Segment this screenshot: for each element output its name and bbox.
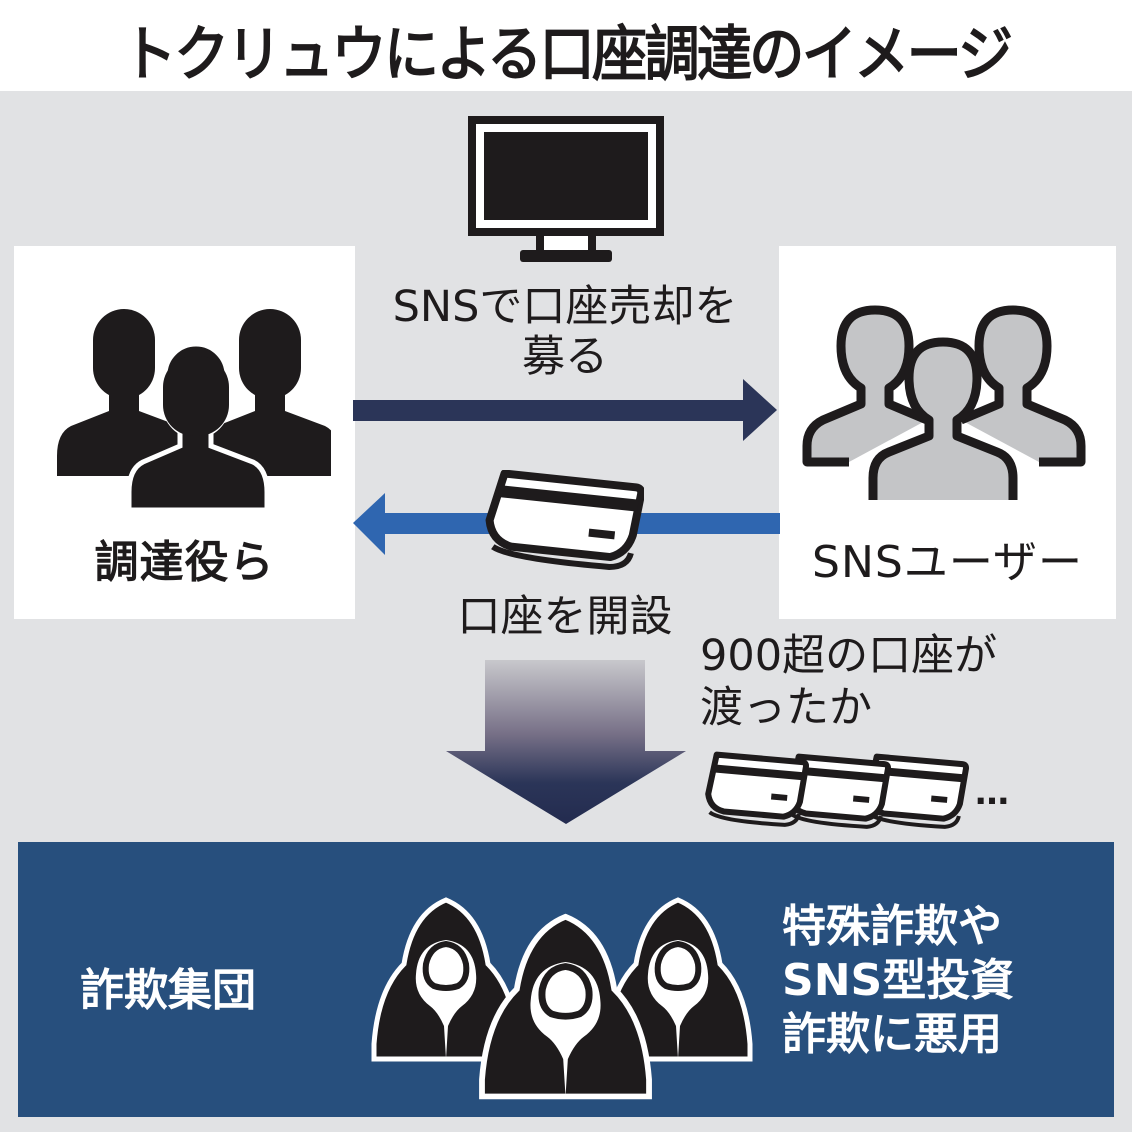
transfer-text-line1: 900超の口座が xyxy=(700,631,998,681)
people-group-outline-icon xyxy=(802,305,1086,500)
hooded-figures-icon xyxy=(370,886,770,1116)
recruit-text-line2: 募る xyxy=(522,332,608,382)
right-arrow-icon xyxy=(353,379,777,441)
page-title: トクリュウによる口座調達のイメージ xyxy=(121,20,1013,90)
sns-user-label: SNSユーザー xyxy=(812,537,1083,588)
misuse-text-line1: 特殊詐欺や xyxy=(782,901,1002,952)
recruit-text-line1: SNSで口座売却を xyxy=(392,282,738,332)
misuse-text-line3: 詐欺に悪用 xyxy=(782,1009,1002,1060)
title-bar xyxy=(0,0,1132,91)
sns-user-panel: SNSユーザー xyxy=(779,246,1116,619)
fraud-group-label: 詐欺集団 xyxy=(80,965,256,1016)
misuse-text: 特殊詐欺や SNS型投資 詐欺に悪用 xyxy=(782,900,1112,1062)
transfer-text: 900超の口座が 渡ったか xyxy=(700,630,1120,734)
open-account-text: 口座を開設 xyxy=(457,592,673,642)
procurer-label: 調達役ら xyxy=(94,537,275,588)
recruit-text: SNSで口座売却を 募る xyxy=(345,282,785,382)
monitor-icon xyxy=(468,116,664,262)
transfer-text-line2: 渡ったか xyxy=(700,683,872,733)
misuse-text-line2: SNS型投資 xyxy=(782,955,1015,1006)
ellipsis: … xyxy=(975,773,1009,813)
down-arrow-icon xyxy=(446,660,686,824)
procurer-panel: 調達役ら xyxy=(14,246,355,619)
bank-cards-stack-icon xyxy=(705,751,970,829)
bank-card-icon xyxy=(485,470,644,570)
people-group-icon xyxy=(57,309,331,508)
